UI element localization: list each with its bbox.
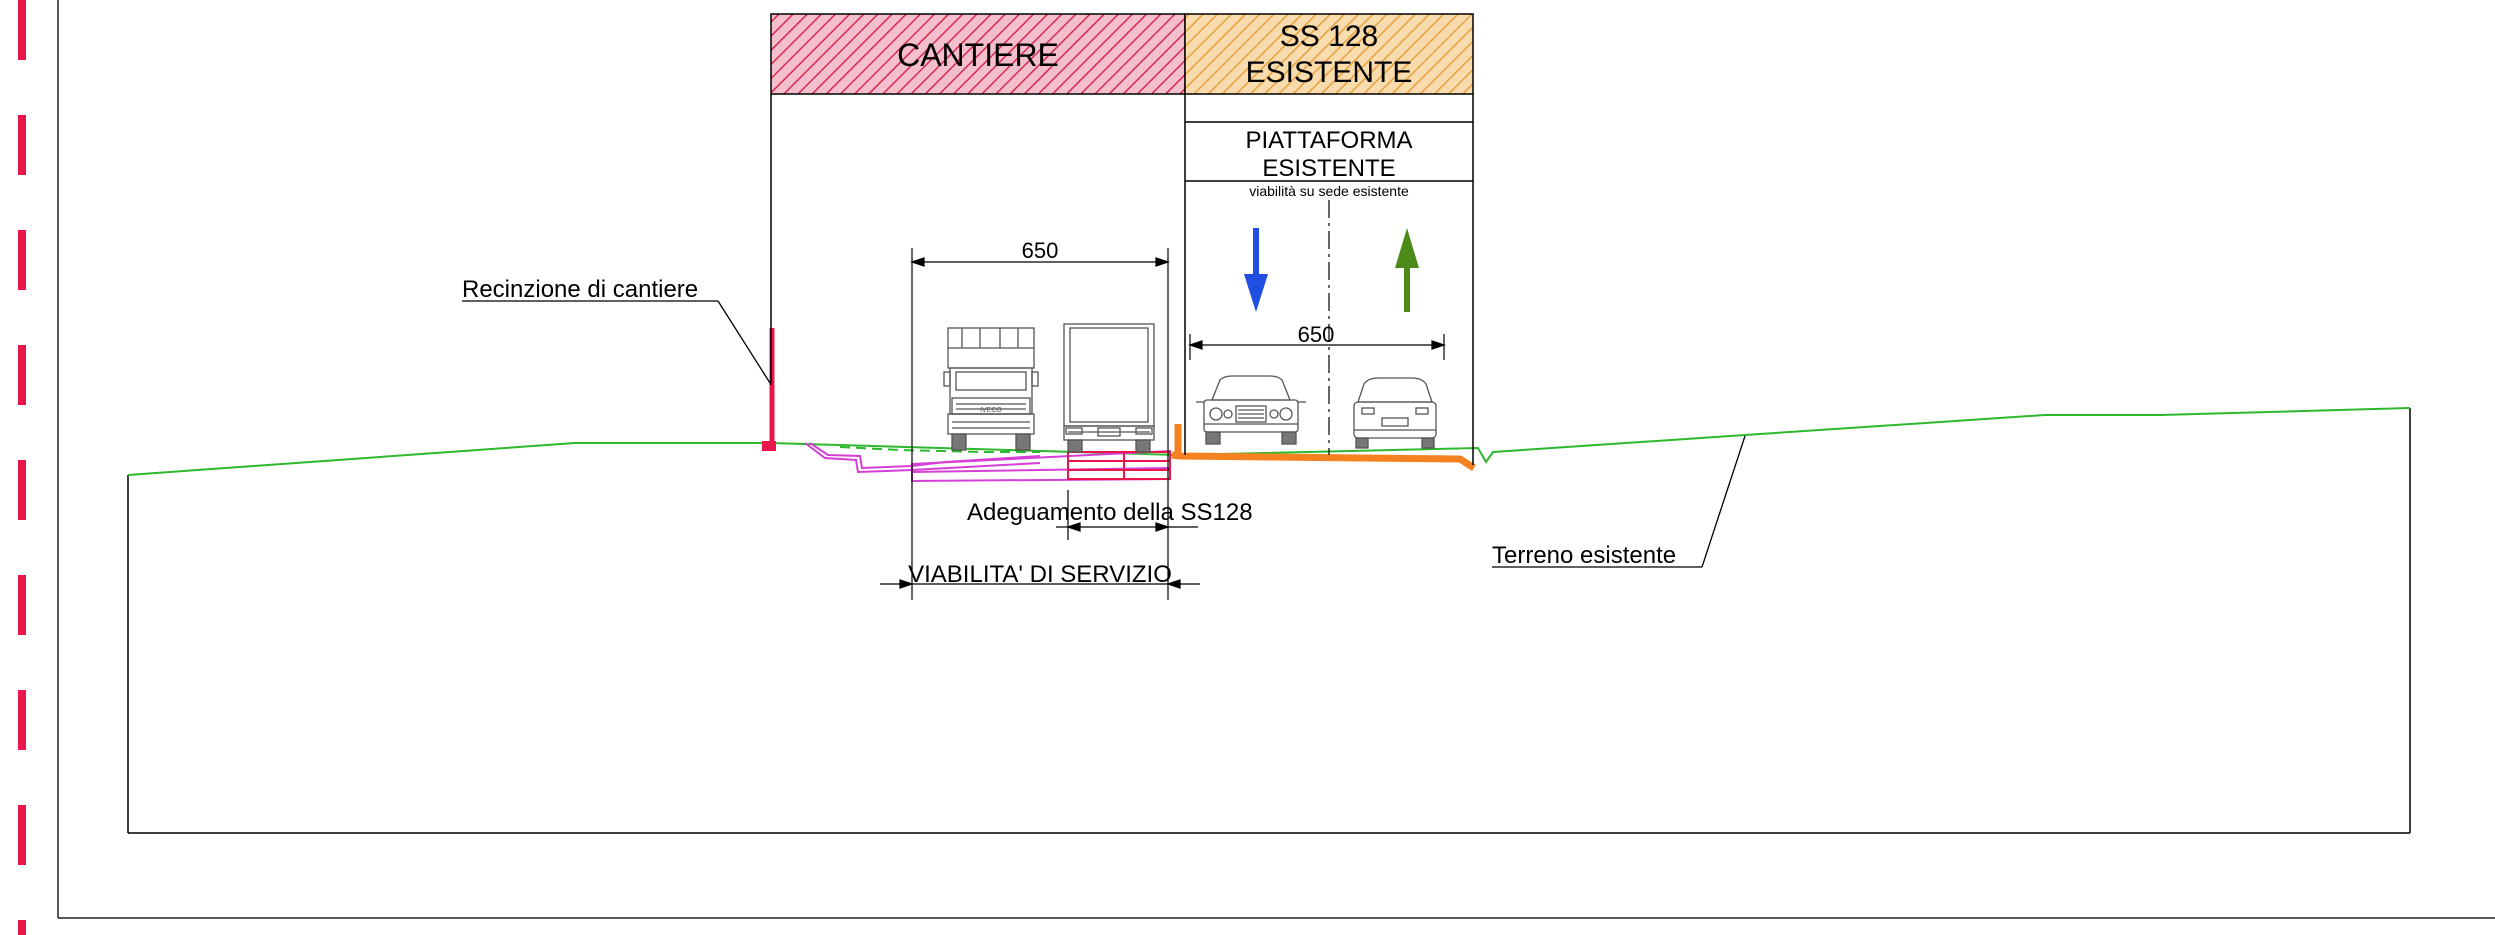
adeguamento-label: Adeguamento della SS128 (967, 499, 1253, 526)
cantiere-label: CANTIERE (897, 37, 1059, 73)
ss128-label-line1: SS 128 (1280, 20, 1378, 53)
platform-title-line2: ESISTENTE (1262, 155, 1395, 182)
fence-label: Recinzione di cantiere (462, 276, 698, 303)
section-boundaries (770, 94, 1474, 465)
dim-service-road (910, 248, 1170, 600)
truck-brand-text: IVECO (980, 407, 1002, 414)
car-front-icon-left (1196, 375, 1306, 445)
truck-front-icon: IVECO (943, 327, 1039, 451)
new-pavement-grid (1067, 451, 1171, 480)
dim-existing-road (1188, 334, 1446, 360)
dim-viabilita-servizio (880, 579, 1200, 589)
header-band: CANTIERE SS 128 ESISTENTE (770, 13, 1474, 95)
terreno-label-leader (1492, 435, 1746, 568)
platform-header: PIATTAFORMA ESISTENTE viabilità su sede … (1185, 121, 1473, 199)
platform-subtitle: viabilità su sede esistente (1249, 183, 1409, 199)
dim-service-road-value: 650 (1022, 238, 1059, 263)
new-works-dashed (839, 446, 1040, 453)
existing-pavement (1171, 451, 1476, 471)
truck-rear-icon (1063, 323, 1155, 453)
terreno-label: Terreno esistente (1492, 542, 1676, 569)
fence-label-leader (462, 300, 771, 384)
site-fence (762, 328, 776, 451)
ground-box (127, 408, 2411, 834)
dim-adeguamento (1056, 490, 1198, 540)
sheet-frame (57, 0, 2495, 919)
existing-ground-line (127, 407, 2411, 476)
ss128-label-line2: ESISTENTE (1246, 56, 1413, 89)
car-front-icon-right (1353, 377, 1437, 449)
dim-existing-road-value: 650 (1298, 322, 1335, 347)
traffic-arrow-up-icon (1395, 228, 1419, 312)
platform-title-line1: PIATTAFORMA (1245, 127, 1412, 154)
traffic-arrow-down-icon (1244, 228, 1268, 312)
ss128-box (1184, 13, 1474, 95)
